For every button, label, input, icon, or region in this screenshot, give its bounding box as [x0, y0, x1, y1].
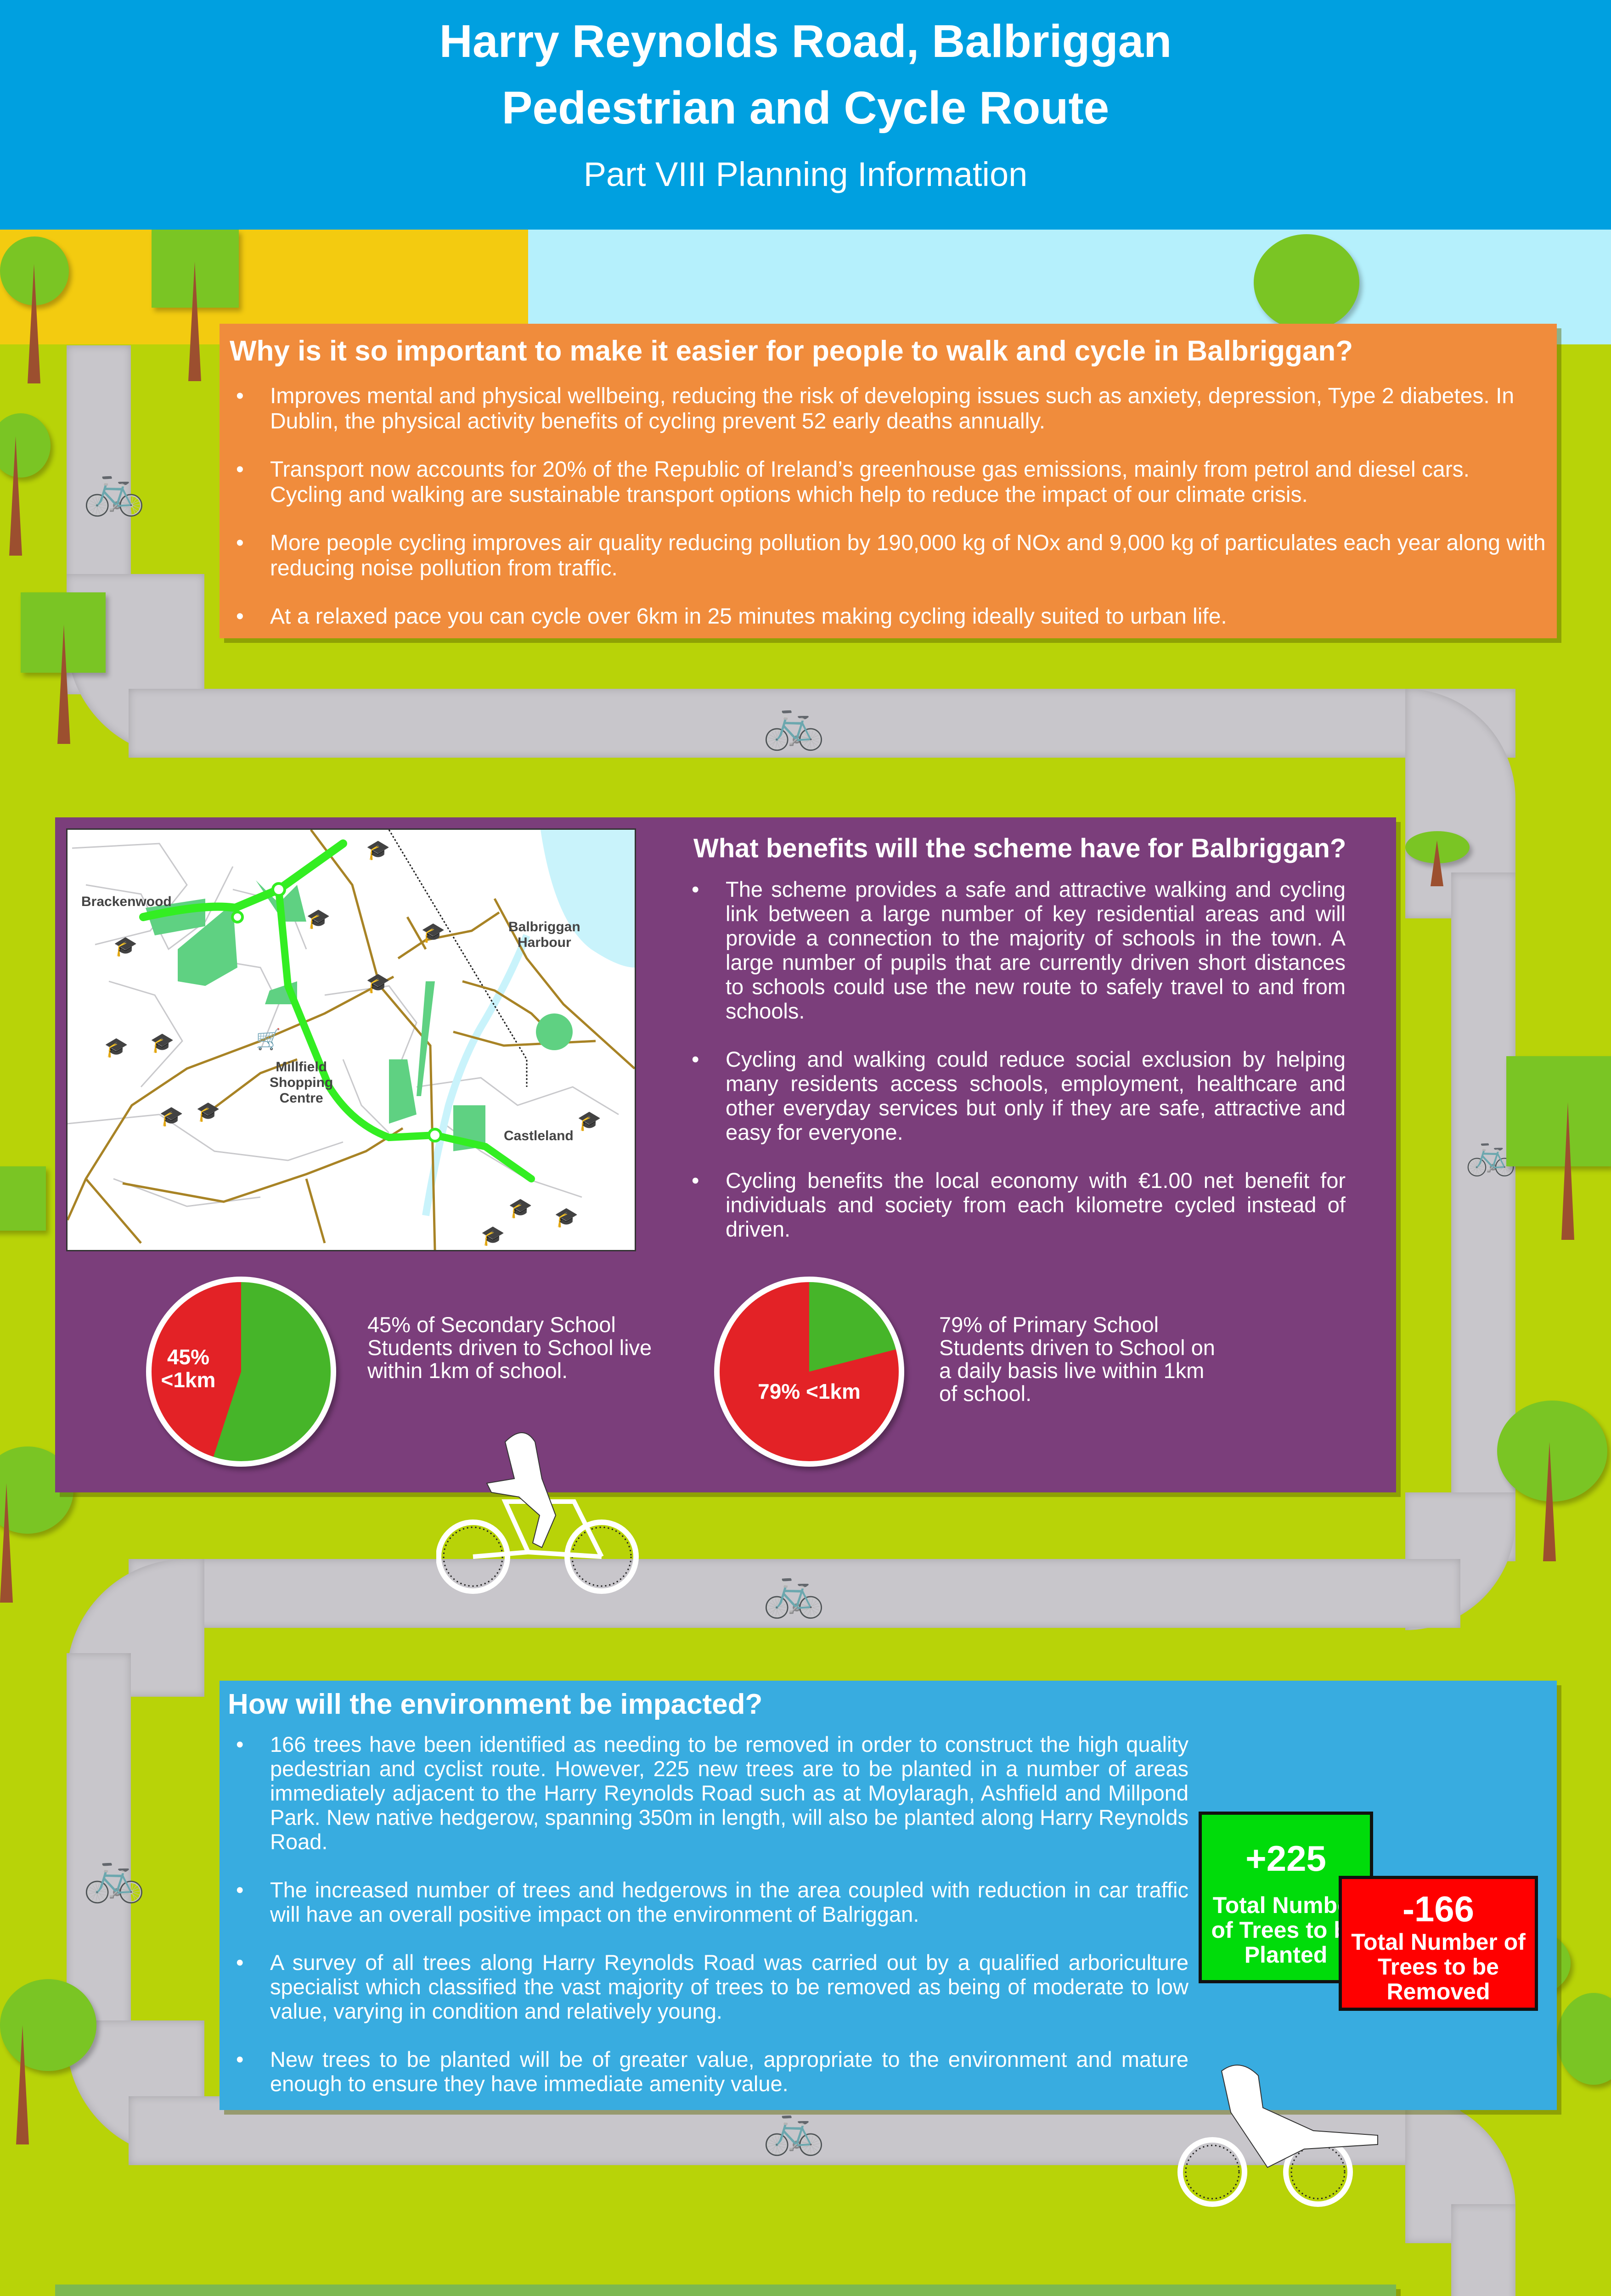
- why-heading: Why is it so important to make it easier…: [230, 335, 1353, 367]
- benefits-heading: What benefits will the scheme have for B…: [693, 833, 1346, 863]
- tree-icon: [0, 1166, 60, 1286]
- page-subtitle: Part VIII Planning Information: [583, 155, 1028, 193]
- tree-icon: [1497, 1401, 1607, 1575]
- tree-icon: [1254, 234, 1364, 372]
- school-icon: 🎓: [366, 972, 390, 994]
- shopping-cart-icon: 🛒: [256, 1028, 281, 1051]
- why-bullet: More people cycling improves air quality…: [229, 530, 1547, 581]
- route-map: Brackenwood Balbriggan Harbour Millfield…: [66, 828, 636, 1251]
- school-icon: 🎓: [104, 1036, 129, 1058]
- school-icon: 🎓: [481, 1225, 505, 1246]
- cycle-marking-icon: 🚲: [762, 1563, 825, 1619]
- trees-removed-number: -166: [1402, 1889, 1475, 1929]
- school-icon: 🎓: [508, 1197, 533, 1219]
- why-bullet: At a relaxed pace you can cycle over 6km…: [229, 604, 1547, 629]
- school-icon: 🎓: [159, 1105, 184, 1127]
- trees-removed-label: Total Number of Trees to be Removed: [1351, 1929, 1526, 2004]
- environment-bullet: The increased number of trees and hedger…: [229, 1878, 1189, 1926]
- why-bullet: Improves mental and physical wellbeing, …: [229, 383, 1547, 434]
- page-title-line1: Harry Reynolds Road, Balbriggan: [439, 16, 1172, 67]
- benefits-bullet-list: The scheme provides a safe and attractiv…: [684, 877, 1346, 1265]
- environment-bullet: New trees to be planted will be of great…: [229, 2047, 1189, 2096]
- page-header: Harry Reynolds Road, Balbriggan Pedestri…: [0, 0, 1611, 230]
- tree-icon: [0, 1979, 101, 2163]
- tree-icon: [21, 592, 113, 744]
- tree-icon: [1557, 1993, 1611, 2122]
- pie-primary-caption: 79% of Primary School Students driven to…: [939, 1312, 1215, 1406]
- map-label-castleland: Castleland: [504, 1128, 574, 1143]
- why-section: Why is it so important to make it easier…: [220, 324, 1557, 638]
- pie-secondary-caption: 45% of Secondary School Students driven …: [367, 1312, 652, 1383]
- school-icon: 🎓: [554, 1206, 579, 1228]
- pie-secondary-label: 45% <1km: [161, 1345, 216, 1392]
- school-icon: 🎓: [366, 839, 390, 861]
- why-bullet: Transport now accounts for 20% of the Re…: [229, 457, 1547, 507]
- cycle-marking-icon: 🚲: [83, 1847, 146, 1904]
- layout-section: Could a different cycle track layout be …: [55, 2285, 1396, 2296]
- tree-icon: [0, 236, 73, 388]
- map-label-harbour: Balbriggan Harbour: [508, 919, 580, 950]
- map-label-millfield: Millfield Shopping Centre: [270, 1059, 333, 1106]
- benefits-bullet: Cycling and walking could reduce social …: [684, 1047, 1346, 1144]
- environment-bullet-list: 166 trees have been identified as needin…: [229, 1732, 1189, 2120]
- trees-planted-label: Total Number of Trees to be Planted: [1211, 1892, 1361, 1968]
- cycle-marking-icon: 🚲: [83, 461, 146, 517]
- school-icon: 🎓: [306, 908, 331, 929]
- environment-bullet: 166 trees have been identified as needin…: [229, 1732, 1189, 1854]
- layout-heading: Could a different cycle track layout be …: [65, 2290, 1000, 2296]
- cyclist-silhouette-icon: [1162, 2057, 1391, 2209]
- school-icon: 🎓: [150, 1032, 175, 1053]
- school-icon: 🎓: [113, 935, 138, 957]
- pie-chart-primary: [714, 1277, 904, 1467]
- tree-icon: [1506, 1056, 1611, 1263]
- map-label-brackenwood: Brackenwood: [81, 894, 172, 909]
- environment-heading: How will the environment be impacted?: [228, 1688, 763, 1720]
- why-bullet-list: Improves mental and physical wellbeing, …: [229, 383, 1547, 652]
- route-map-graphic: [68, 830, 635, 1250]
- cycle-marking-icon: 🚲: [762, 695, 825, 751]
- tree-icon: [1405, 831, 1470, 932]
- page-title-line2: Pedestrian and Cycle Route: [501, 82, 1110, 134]
- school-icon: 🎓: [421, 922, 445, 943]
- benefits-bullet: The scheme provides a safe and attractiv…: [684, 877, 1346, 1023]
- tree-icon: [0, 1446, 92, 1621]
- tree-icon: [152, 230, 243, 395]
- trees-planted-number: +225: [1245, 1838, 1326, 1879]
- benefits-bullet: Cycling benefits the local economy with …: [684, 1168, 1346, 1241]
- school-icon: 🎓: [196, 1101, 220, 1122]
- trees-removed-card: -166 Total Number of Trees to be Removed: [1339, 1876, 1538, 2011]
- environment-bullet: A survey of all trees along Harry Reynol…: [229, 1950, 1189, 2023]
- cyclist-silhouette-icon: [436, 1424, 643, 1598]
- tree-icon: [0, 413, 60, 569]
- pie-primary-label: 79% <1km: [758, 1379, 861, 1403]
- benefits-section: Brackenwood Balbriggan Harbour Millfield…: [55, 817, 1396, 1492]
- school-icon: 🎓: [577, 1110, 602, 1131]
